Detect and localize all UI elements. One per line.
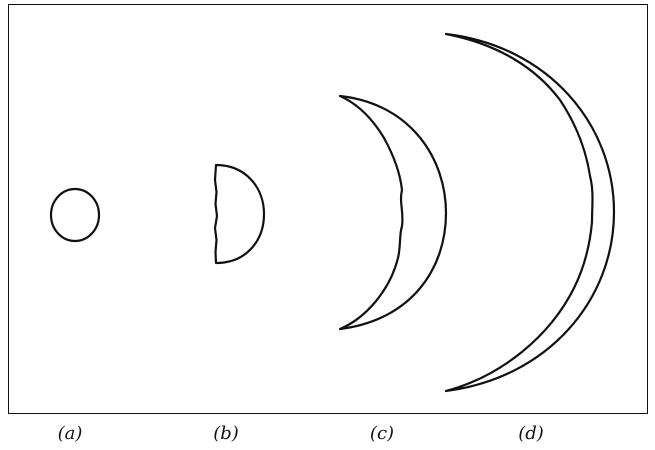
diagram-frame [8, 4, 648, 414]
label-c: (c) [369, 423, 395, 444]
label-a: (a) [57, 423, 83, 444]
shape-c-crescent [338, 94, 448, 331]
label-d: (d) [518, 423, 544, 444]
label-b: (b) [213, 423, 239, 444]
shape-a-circle [49, 187, 101, 243]
shape-b-half-disk [213, 163, 266, 265]
shape-d-crescent [444, 32, 616, 393]
